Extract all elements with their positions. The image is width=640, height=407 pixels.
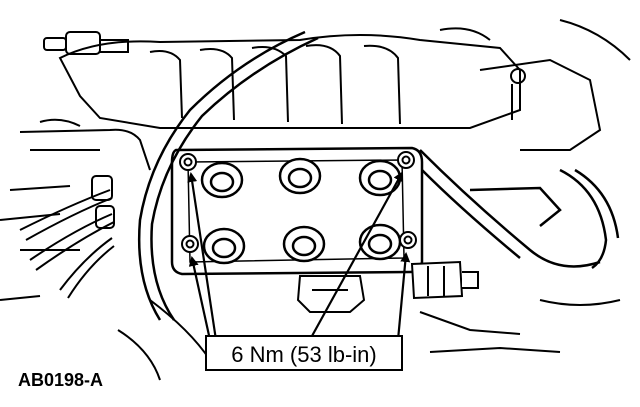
arrow-to-top-left-bolt [187, 172, 218, 341]
bolt-bottom-right-icon [399, 231, 417, 249]
coil-tower-group [200, 157, 402, 265]
right-hose [419, 149, 620, 270]
torque-spec-label: 6 Nm (53 lb-in) [231, 342, 376, 367]
spark-plug-wires [19, 189, 115, 299]
bolt-bottom-left-icon [181, 235, 199, 253]
coil-tower-6 [358, 223, 402, 261]
arrow-to-bottom-right-bolt [396, 252, 411, 341]
bolt-top-left-icon [179, 153, 197, 171]
coil-tower-4 [202, 227, 246, 265]
coil-tower-2 [278, 157, 322, 195]
mounting-bolts [179, 151, 417, 253]
figure-id-label: AB0198-A [18, 370, 103, 390]
coil-tower-1 [200, 161, 244, 199]
arrow-to-top-right-bolt [311, 171, 403, 337]
callout-arrows [187, 171, 411, 341]
torque-callout: 6 Nm (53 lb-in) [205, 335, 403, 371]
left-engine-details [0, 118, 151, 251]
intake-manifold [43, 19, 631, 151]
bolt-top-right-icon [397, 151, 415, 169]
coil-tower-3 [358, 159, 402, 197]
coil-tower-5 [282, 225, 326, 263]
arrow-to-bottom-left-bolt [188, 256, 212, 341]
coil-electrical-connector [296, 260, 479, 313]
